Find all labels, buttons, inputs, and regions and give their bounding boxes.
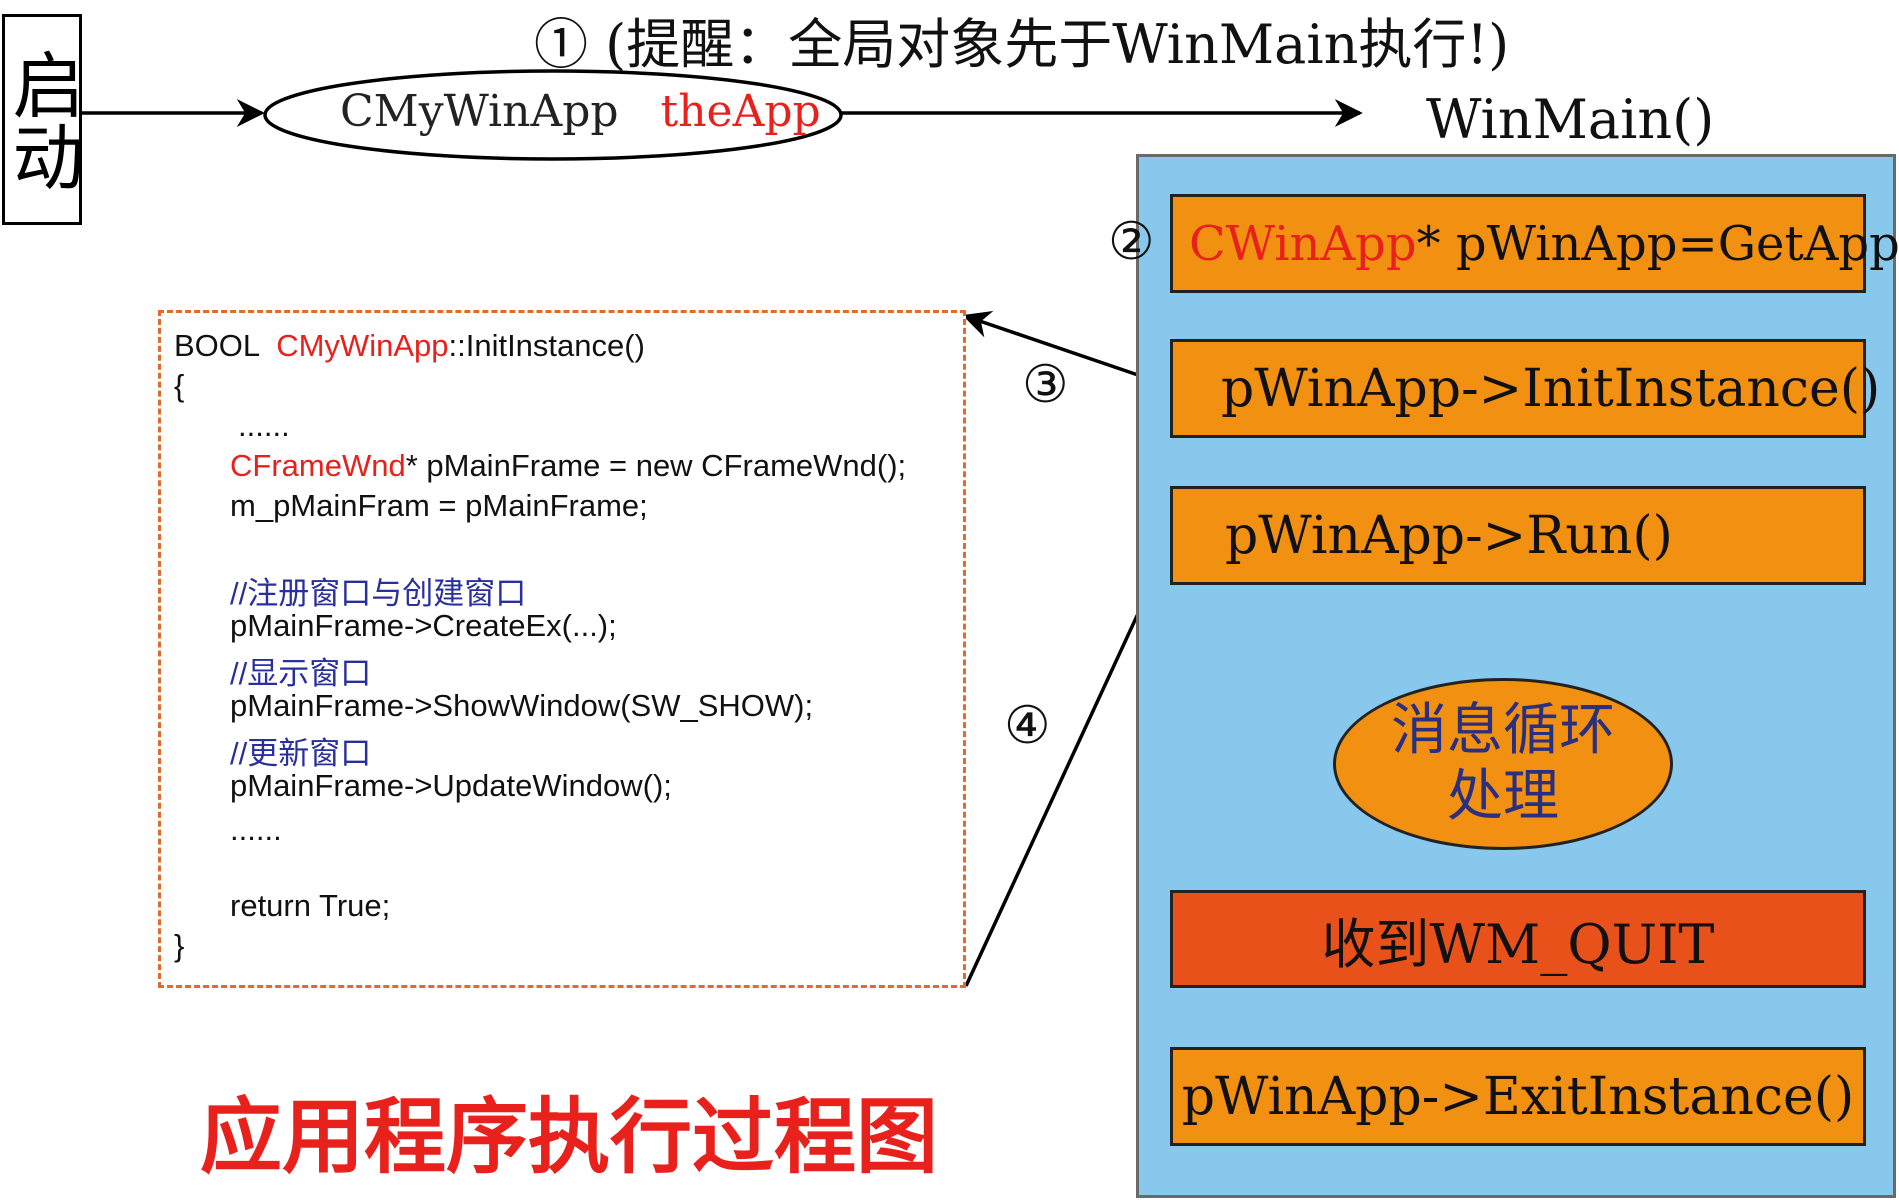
winmain-panel bbox=[1136, 154, 1896, 1198]
run-box: pWinApp->Run() bbox=[1170, 486, 1866, 585]
code-line-7: pMainFrame->ShowWindow(SW_SHOW); bbox=[230, 688, 814, 723]
start-box: 启动 bbox=[0, 14, 84, 225]
message-loop-line2: 处理 bbox=[1447, 764, 1559, 829]
initinstance-label: pWinApp->InitInstance() bbox=[1221, 358, 1881, 419]
global-object-class: CMyWinApp bbox=[340, 86, 619, 137]
getapp-rest: * pWinApp=GetApp() bbox=[1416, 215, 1899, 272]
code-line-3: ...... bbox=[238, 408, 290, 443]
wm-quit-label: 收到WM_QUIT bbox=[1321, 912, 1715, 976]
exitinstance-box: pWinApp->ExitInstance() bbox=[1170, 1047, 1866, 1146]
initinstance-box: pWinApp->InitInstance() bbox=[1170, 339, 1880, 438]
global-object-ellipse bbox=[263, 69, 843, 161]
global-object-note: ① (提醒：全局对象先于WinMain执行!) bbox=[534, 0, 1509, 79]
getapp-box: CWinApp* pWinApp=GetApp() bbox=[1170, 194, 1899, 293]
code-line-9: ...... bbox=[230, 812, 282, 847]
code-line-6: pMainFrame->CreateEx(...); bbox=[230, 608, 617, 643]
wm-quit-box: 收到WM_QUIT bbox=[1170, 890, 1866, 988]
initinstance-code-box bbox=[158, 310, 966, 988]
step-3-number: ③ bbox=[1022, 355, 1069, 415]
run-label: pWinApp->Run() bbox=[1225, 505, 1673, 566]
global-object-label: CMyWinApp theApp bbox=[340, 86, 821, 137]
code-line-11: } bbox=[174, 928, 185, 963]
code-frame-type: CFrameWnd bbox=[230, 448, 406, 483]
code-line-1: BOOL CMyWinApp::InitInstance() bbox=[174, 328, 645, 364]
code-class-name: CMyWinApp bbox=[276, 328, 449, 363]
message-loop-ellipse: 消息循环 处理 bbox=[1333, 678, 1673, 850]
message-loop-line1: 消息循环 bbox=[1391, 697, 1615, 763]
code-line-5: m_pMainFram = pMainFrame; bbox=[230, 488, 648, 523]
global-object-instance: theApp bbox=[660, 86, 821, 137]
code-method: ::InitInstance() bbox=[448, 328, 645, 363]
step-2-number: ② bbox=[1108, 212, 1155, 272]
step-4-number: ④ bbox=[1004, 696, 1051, 756]
code-bool: BOOL bbox=[174, 328, 277, 363]
diagram-caption: 应用程序执行过程图 bbox=[200, 1090, 939, 1185]
code-line-2: { bbox=[174, 368, 185, 403]
winmain-label: WinMain() bbox=[1426, 88, 1715, 151]
step-1-number: ① bbox=[534, 13, 588, 76]
start-label: 启动 bbox=[0, 47, 84, 192]
code-line-10: return True; bbox=[230, 888, 391, 923]
code-comment-register: //注册窗口与创建窗口 bbox=[230, 576, 527, 611]
getapp-type: CWinApp bbox=[1189, 215, 1417, 272]
code-line-8: pMainFrame->UpdateWindow(); bbox=[230, 768, 672, 803]
step-1-note: (提醒：全局对象先于WinMain执行!) bbox=[605, 13, 1510, 76]
code-frame-new: * pMainFrame = new CFrameWnd(); bbox=[405, 448, 907, 483]
code-line-4: CFrameWnd* pMainFrame = new CFrameWnd(); bbox=[230, 448, 906, 484]
code-comment-show: //显示窗口 bbox=[230, 656, 372, 691]
exitinstance-label: pWinApp->ExitInstance() bbox=[1181, 1066, 1855, 1127]
code-comment-update: //更新窗口 bbox=[230, 736, 372, 771]
